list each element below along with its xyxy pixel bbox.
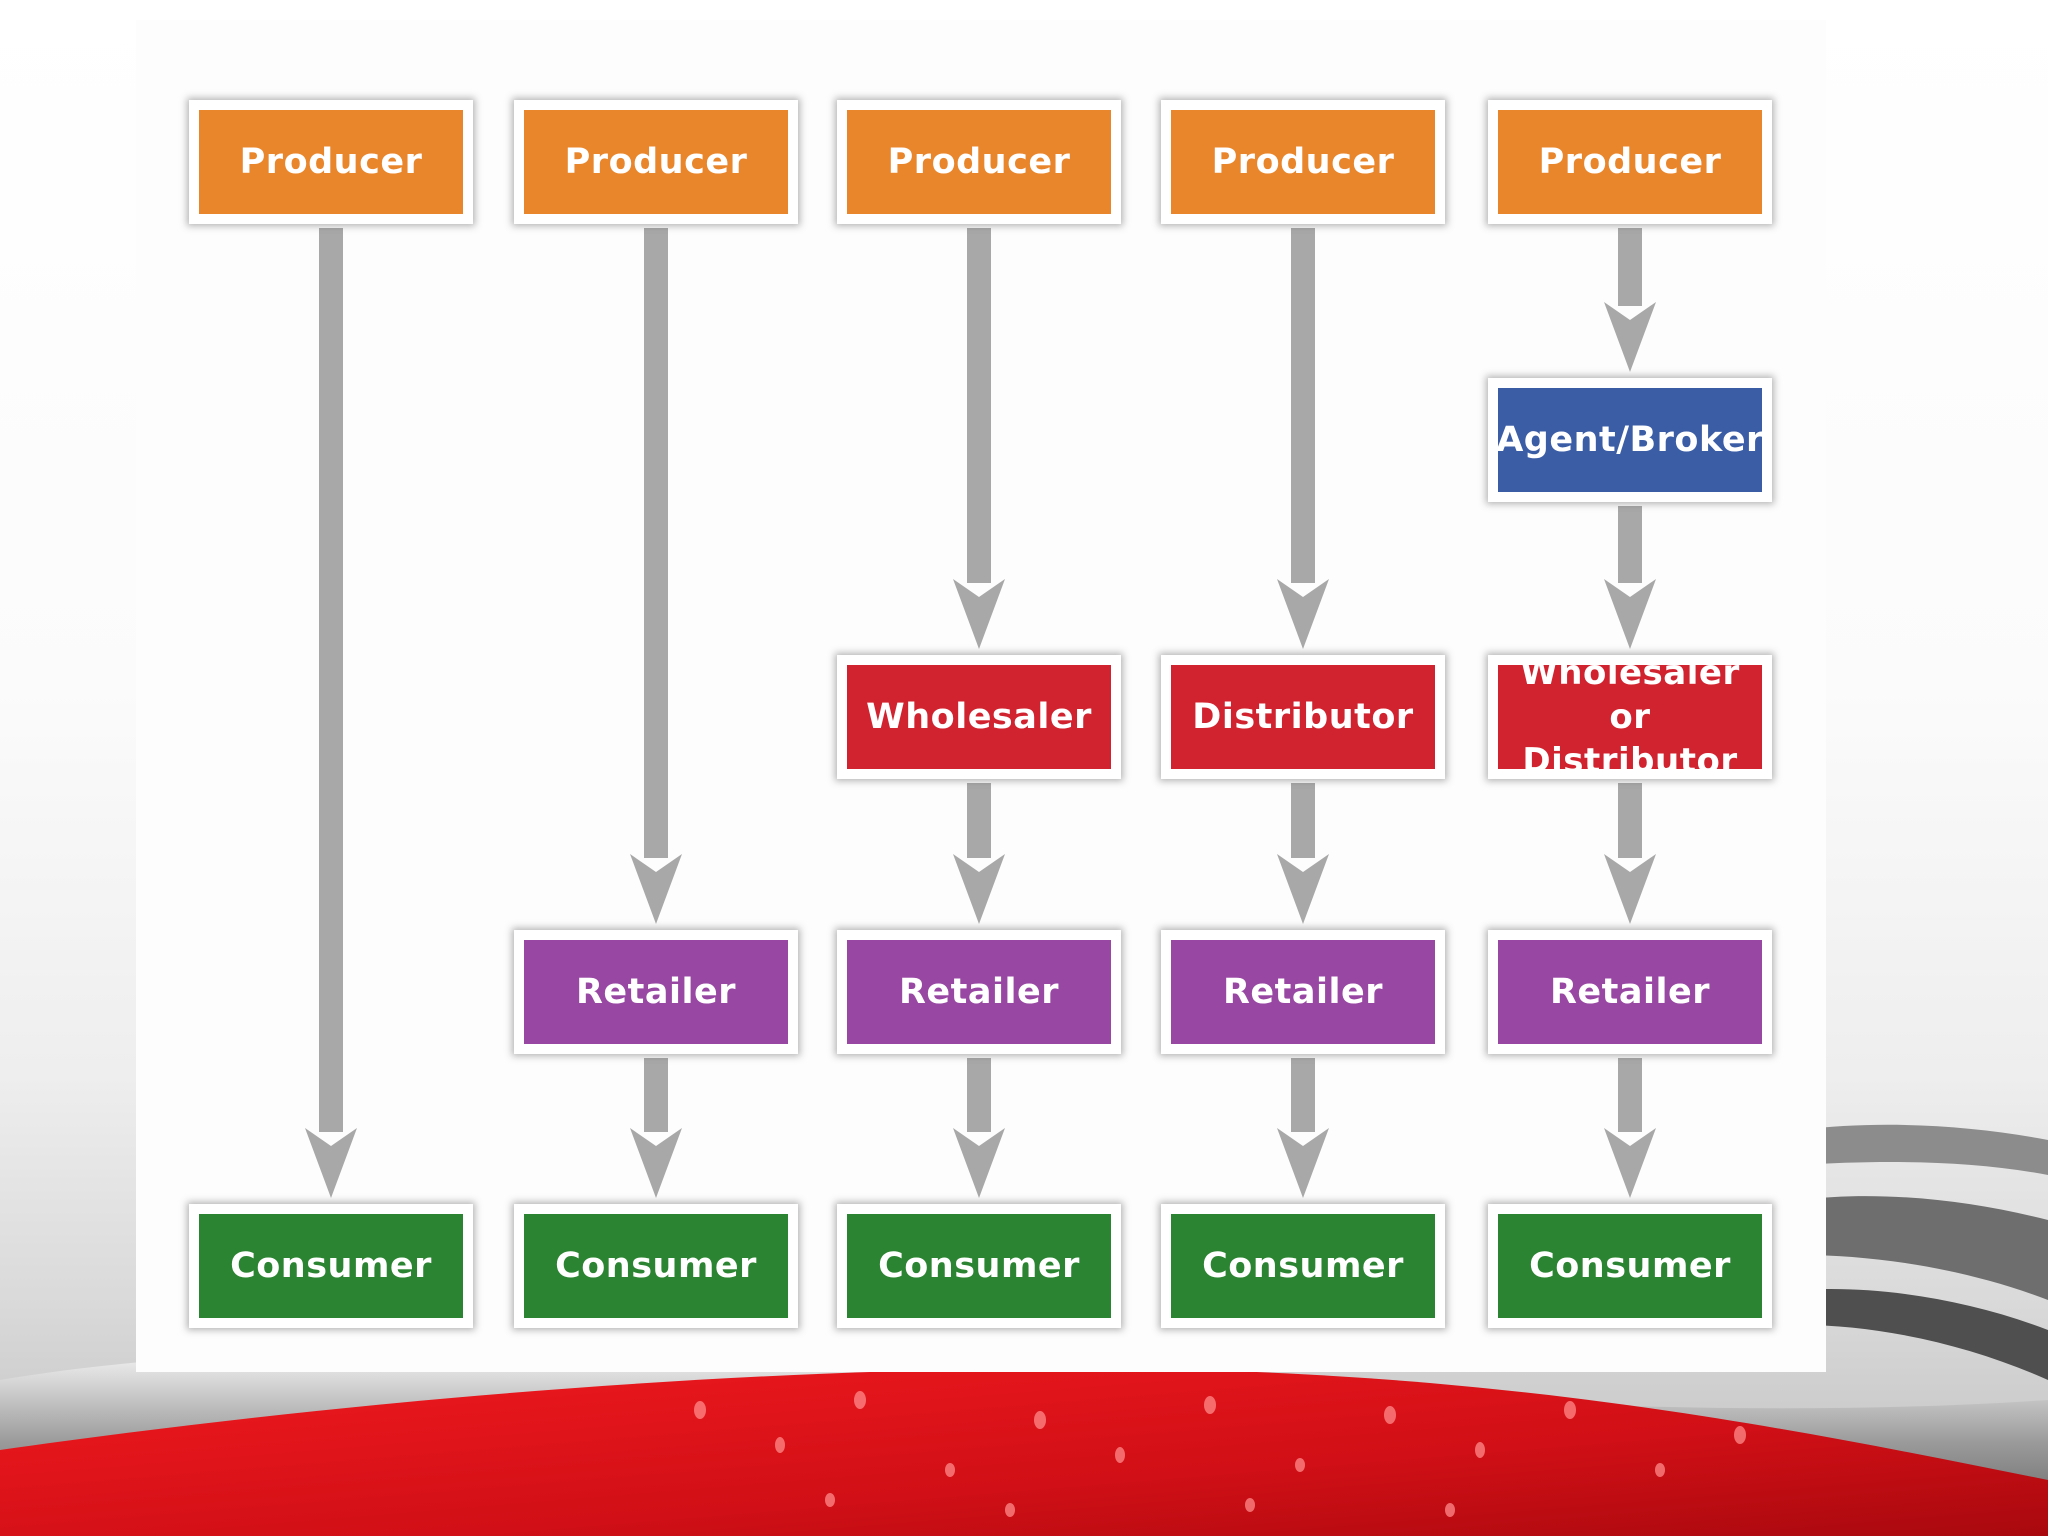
channel-1-producer-box: Producer [189,100,473,224]
flow-arrow-channel-2-2 [630,1058,682,1198]
channel-4-retailer-label: Retailer [1222,972,1384,1012]
channel-1-producer-label: Producer [239,142,423,182]
flow-arrow-channel-4-2 [1277,783,1329,924]
channel-2-retailer-box: Retailer [514,930,798,1054]
flow-arrow-channel-5-1 [1604,228,1656,372]
flow-arrow-channel-3-3 [953,1058,1005,1198]
channel-3-intermediary-label: Wholesaler [866,697,1092,737]
flow-arrow-channel-3-1 [953,228,1005,649]
channel-4-consumer-box: Consumer [1161,1204,1445,1328]
flow-arrow-channel-5-2 [1604,506,1656,649]
channel-3-consumer-box: Consumer [837,1204,1121,1328]
channel-3-retailer-label: Retailer [898,972,1060,1012]
channel-3-producer-label: Producer [887,142,1071,182]
channel-5-consumer-box: Consumer [1488,1204,1772,1328]
flow-arrow-channel-4-3 [1277,1058,1329,1198]
channel-2-consumer-box: Consumer [514,1204,798,1328]
channel-3-consumer-label: Consumer [878,1246,1080,1286]
channel-4-intermediary-box: Distributor [1161,655,1445,779]
flow-arrow-channel-5-3 [1604,783,1656,924]
channel-1-consumer-label: Consumer [230,1246,432,1286]
channel-4-intermediary-label: Distributor [1192,697,1414,737]
channel-3-retailer-box: Retailer [837,930,1121,1054]
channel-5-intermediary-box: Wholesaler or Distributor [1488,653,1772,781]
channel-3-producer-box: Producer [837,100,1121,224]
channel-5-producer-label: Producer [1538,142,1722,182]
channel-1-consumer-box: Consumer [189,1204,473,1328]
channel-5-retailer-label: Retailer [1549,972,1711,1012]
channel-5-agent-broker-box: Agent/Broker [1488,378,1772,502]
flow-arrow-channel-2-1 [630,228,682,924]
channel-5-retailer-box: Retailer [1488,930,1772,1054]
channel-4-producer-box: Producer [1161,100,1445,224]
channel-5-producer-box: Producer [1488,100,1772,224]
channel-5-intermediary-label: Wholesaler or Distributor [1520,653,1740,781]
flow-arrow-channel-3-2 [953,783,1005,924]
channel-2-consumer-label: Consumer [555,1246,757,1286]
channel-2-retailer-label: Retailer [575,972,737,1012]
channel-5-consumer-label: Consumer [1529,1246,1731,1286]
flow-arrow-channel-5-4 [1604,1058,1656,1198]
channel-4-retailer-box: Retailer [1161,930,1445,1054]
flow-arrow-channel-1-1 [305,228,357,1198]
channel-4-consumer-label: Consumer [1202,1246,1404,1286]
channel-2-producer-label: Producer [564,142,748,182]
channel-5-agent-broker-label: Agent/Broker [1496,420,1764,460]
channel-4-producer-label: Producer [1211,142,1395,182]
channel-3-intermediary-box: Wholesaler [837,655,1121,779]
flow-arrow-channel-4-1 [1277,228,1329,649]
channel-2-producer-box: Producer [514,100,798,224]
